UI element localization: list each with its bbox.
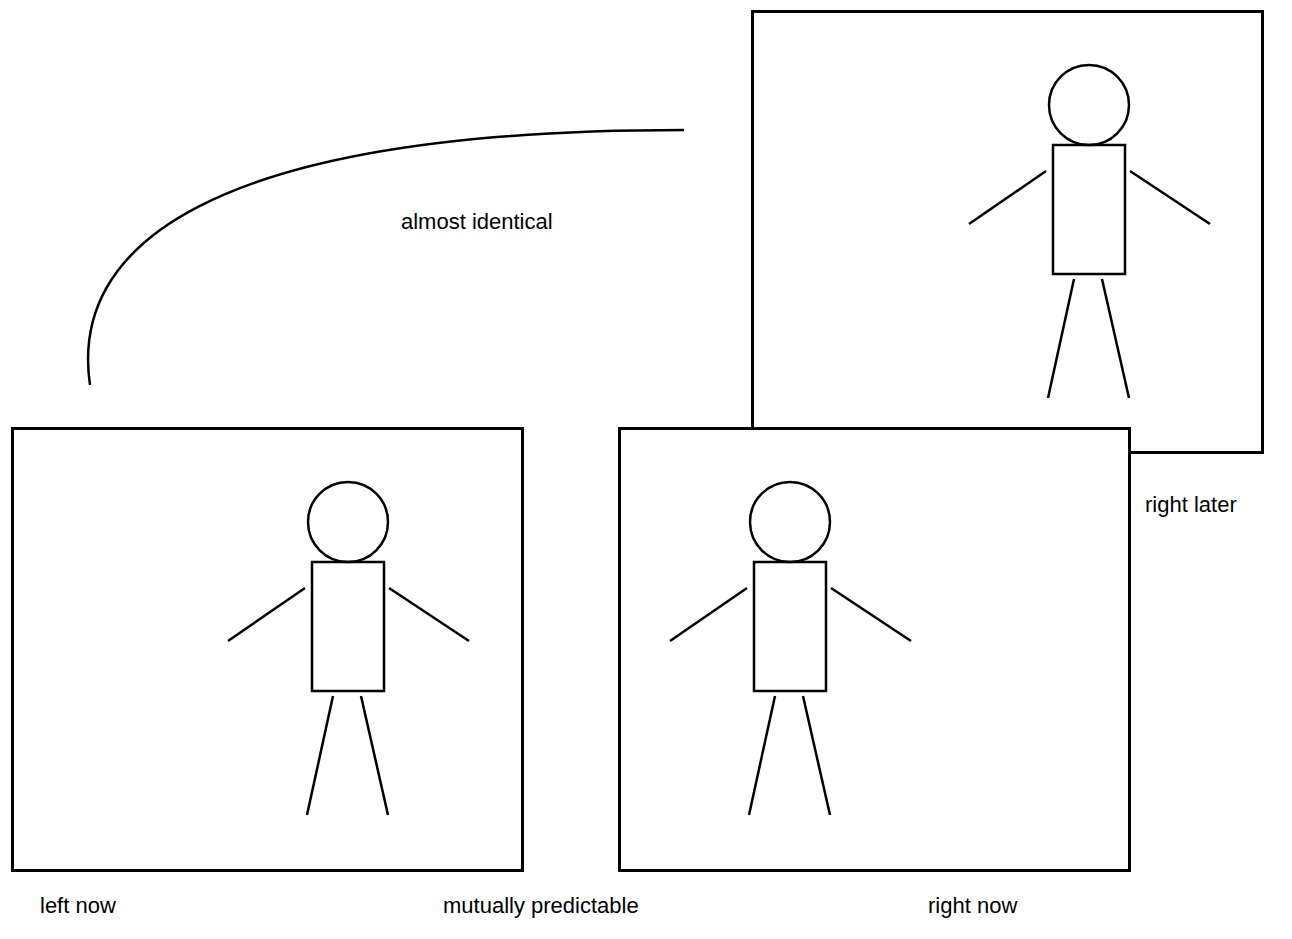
- picture-frame: right later: [751, 10, 1264, 454]
- frame-caption: right later: [1145, 492, 1237, 518]
- curved-connector: [88, 130, 684, 385]
- note-label: mutually predictable: [443, 893, 639, 919]
- frame-caption: left now: [40, 893, 116, 919]
- frame-caption: right now: [928, 893, 1017, 919]
- edge-label: almost identical: [401, 209, 553, 235]
- stick-figure: [618, 427, 1130, 871]
- picture-frame: right now: [618, 427, 1131, 872]
- picture-frame: left now: [11, 427, 524, 872]
- stick-figure: [751, 10, 1263, 454]
- stick-figure: [11, 427, 523, 871]
